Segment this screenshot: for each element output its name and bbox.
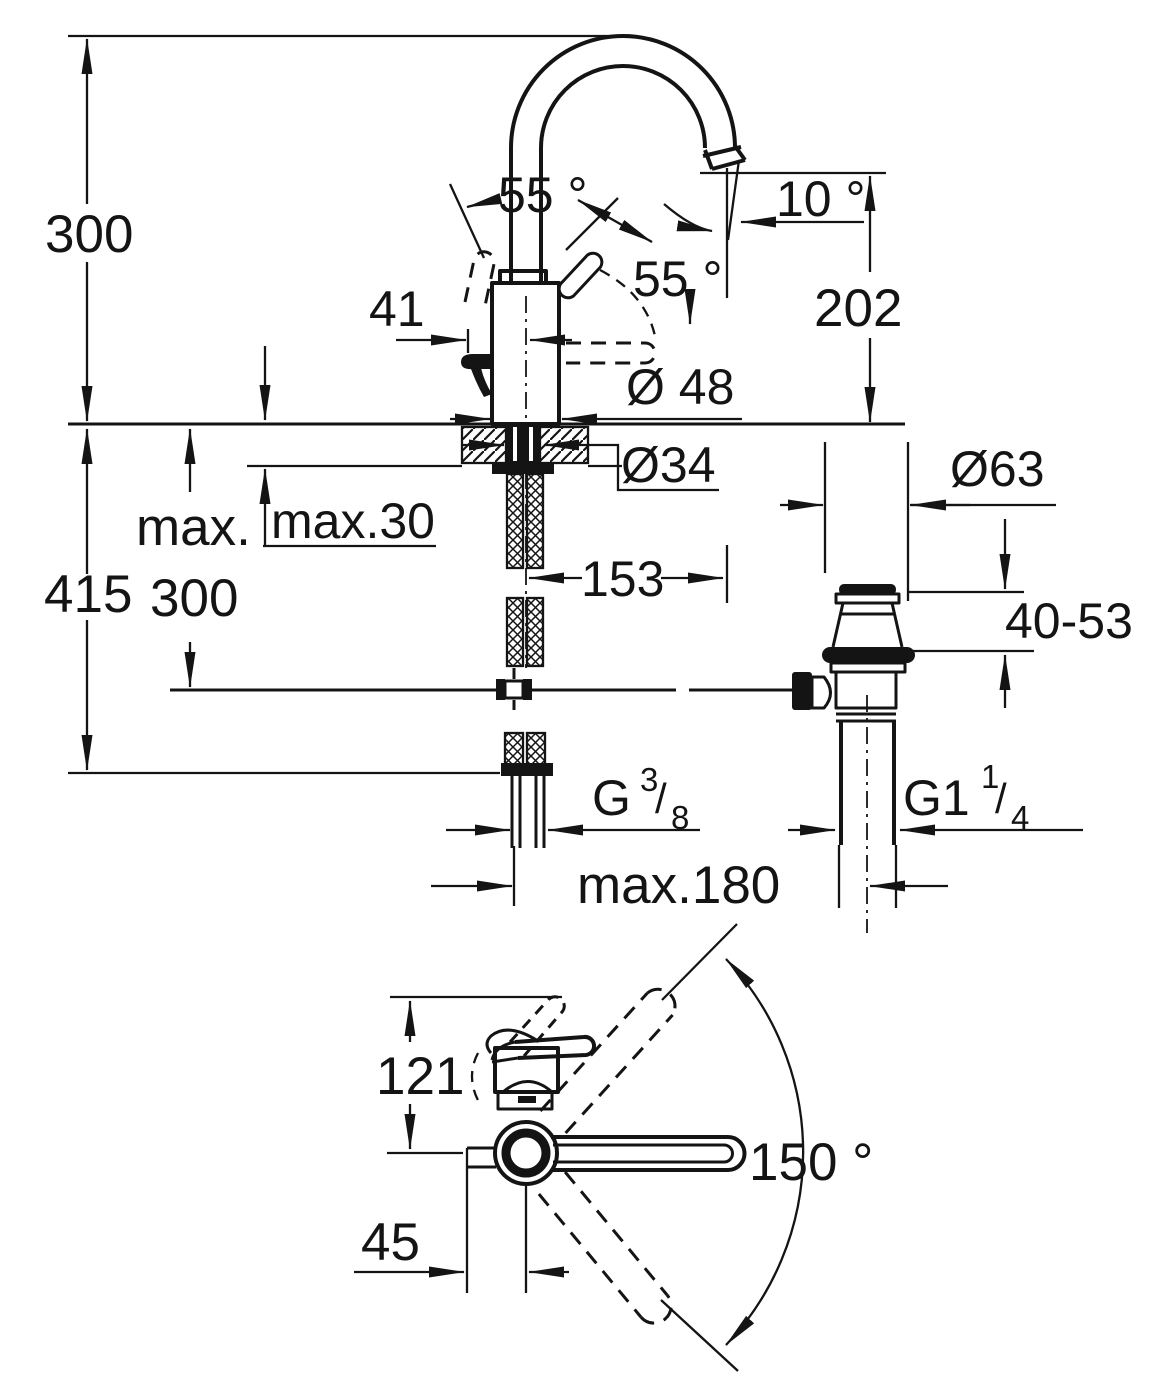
deck-edge bbox=[467, 1146, 497, 1169]
drain-body bbox=[834, 670, 898, 710]
dim-shank-diameter: Ø34 bbox=[621, 437, 716, 493]
rod-connector bbox=[810, 675, 832, 710]
dim-outlet-height: 202 bbox=[814, 279, 902, 338]
handle-ghost-horizontal bbox=[566, 341, 657, 365]
drain-thread-slash: / bbox=[995, 775, 1007, 822]
dim-hose-span: max.180 bbox=[577, 856, 780, 915]
supply-thread-base: G bbox=[592, 770, 631, 826]
dim-handle-offset: 41 bbox=[369, 281, 425, 337]
top-view-lever bbox=[485, 1028, 596, 1064]
dimension-lines bbox=[81, 38, 1083, 906]
top-view-body bbox=[470, 995, 596, 1111]
dim-deck-thickness: max.30 bbox=[271, 493, 435, 549]
top-view-dimensions bbox=[354, 1000, 569, 1278]
handle-swing-path bbox=[599, 268, 658, 342]
mounting-parts bbox=[460, 424, 590, 474]
rod-connector-knurl bbox=[792, 672, 812, 710]
supply-hoses bbox=[170, 472, 792, 848]
drain-thread-sup: 1 bbox=[981, 758, 999, 795]
spout-inner-arc bbox=[539, 64, 707, 149]
dim-swivel-angle: 150 ° bbox=[749, 1133, 873, 1192]
dim-top-body-height: 121 bbox=[376, 1047, 464, 1106]
lever-profile bbox=[461, 354, 493, 370]
faucet-outline bbox=[461, 34, 747, 426]
pull-rod-coupling bbox=[496, 668, 532, 710]
supply-thread-sup: 3 bbox=[640, 761, 658, 798]
side-view: 300 415 max. 300 max.30 55 ° 55 ° 10 ° 2… bbox=[44, 34, 1133, 933]
dim-body-diameter: Ø 48 bbox=[626, 359, 734, 415]
swivel-arc bbox=[725, 958, 805, 1346]
drain-thread-base: G1 bbox=[903, 770, 970, 826]
dim-max-below-2: 300 bbox=[150, 569, 238, 628]
dim-outlet-angle: 10 ° bbox=[776, 171, 866, 227]
lever-ghost-side bbox=[470, 1052, 481, 1105]
dim-flange-diameter: Ø63 bbox=[950, 441, 1045, 497]
reference-lines bbox=[68, 34, 905, 775]
supply-thread-sub: 8 bbox=[671, 799, 689, 836]
swivel-spout bbox=[493, 923, 805, 1372]
supply-thread-slash: / bbox=[655, 775, 667, 822]
handle-ghost-left bbox=[463, 250, 496, 307]
lever-ghost-raised bbox=[508, 995, 566, 1057]
dim-below-height: 415 bbox=[44, 565, 132, 624]
popup-knob bbox=[839, 584, 896, 595]
side-view-labels: 300 415 max. 300 max.30 55 ° 55 ° 10 ° 2… bbox=[44, 167, 1133, 915]
spout-ghost-upper bbox=[539, 923, 738, 1135]
drain-assembly bbox=[792, 442, 915, 933]
handle-raised bbox=[557, 251, 604, 300]
dim-front-offset: 45 bbox=[361, 1213, 420, 1272]
dim-overall-height: 300 bbox=[45, 205, 133, 264]
dim-max-below-1: max. bbox=[136, 498, 251, 557]
threaded-shank bbox=[506, 424, 540, 464]
hose-end-fittings bbox=[501, 731, 553, 848]
top-view: 121 45 150 ° bbox=[354, 923, 873, 1372]
lever-profile-tail bbox=[471, 368, 492, 397]
spout-outer-arc bbox=[509, 34, 737, 149]
dim-supply-thread: G 3 / 8 bbox=[592, 761, 689, 836]
dim-drain-thread: G1 1 / 4 bbox=[903, 758, 1029, 836]
top-view-labels: 121 45 150 ° bbox=[361, 1047, 873, 1272]
dim-drain-deck-range: 40-53 bbox=[1005, 593, 1133, 649]
dim-spout-reach: 153 bbox=[581, 551, 664, 607]
dim-handle-angle-right: 55 ° bbox=[633, 251, 723, 307]
mounting-nut bbox=[492, 464, 554, 474]
dim-handle-angle-left: 55 ° bbox=[498, 167, 588, 223]
drain-thread-sub: 4 bbox=[1011, 799, 1029, 836]
drain-flange bbox=[822, 647, 915, 663]
spout-outlet bbox=[702, 144, 747, 298]
spout-ghost-lower bbox=[537, 1171, 739, 1372]
